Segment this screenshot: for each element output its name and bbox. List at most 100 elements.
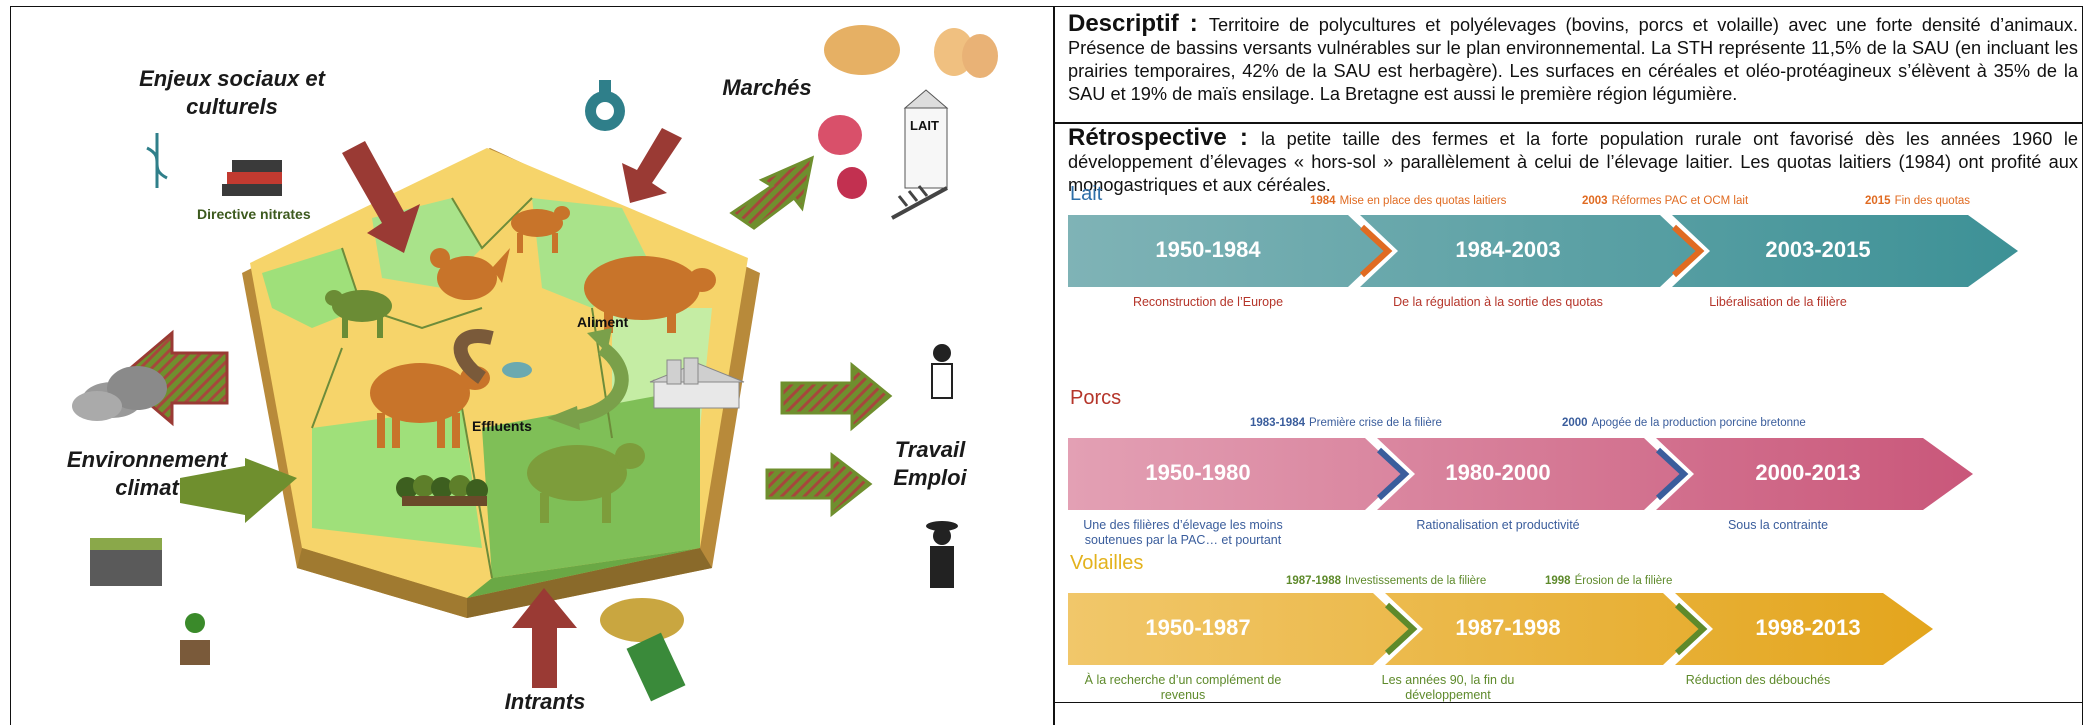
event-text: Investissements de la filière bbox=[1345, 575, 1487, 587]
descriptif-line2: Présence de bassins versants vulnérables… bbox=[1068, 38, 1987, 58]
timeline-porcs-period-0: 1950-1980 bbox=[1145, 460, 1251, 485]
retrospective-block: Rétrospective : la petite taille des fer… bbox=[1068, 126, 2078, 197]
meat-icon bbox=[818, 115, 867, 199]
timeline-lait-caption-2: Libéralisation de la filière bbox=[1709, 295, 1847, 309]
timeline-lait-arrow-body bbox=[1068, 215, 2018, 287]
label-intrants: Intrants bbox=[504, 689, 586, 714]
event-text: Érosion de la filière bbox=[1574, 575, 1673, 587]
event-year: 1998 bbox=[1545, 575, 1571, 587]
books-icon bbox=[222, 160, 282, 196]
hen-icon bbox=[430, 248, 510, 300]
arrow-travail-2 bbox=[765, 451, 873, 518]
event-year: 1983-1984 bbox=[1250, 417, 1305, 429]
descriptif-line1: Territoire de polycultures et polyélevag… bbox=[1208, 15, 2078, 35]
diagram-illustration bbox=[72, 25, 998, 702]
timeline-lait-caption-0: Reconstruction de l’Europe bbox=[1132, 295, 1284, 309]
fertilizer-icon bbox=[600, 598, 686, 702]
timeline-porcs-period-2: 2000-2013 bbox=[1755, 460, 1861, 485]
calf-icon bbox=[511, 206, 570, 253]
label-environnement: Environnement climat bbox=[66, 447, 228, 500]
arrow-marches-in bbox=[622, 128, 682, 203]
retrospective-line3: aux monogastriques et aux céréales. bbox=[1068, 152, 2078, 195]
timeline-porcs-arrow-body bbox=[1068, 438, 1973, 510]
timeline-lait-name: Lait bbox=[1070, 183, 1103, 205]
arrow-marches-out bbox=[729, 155, 815, 230]
section-divider-1 bbox=[1053, 122, 2083, 124]
timeline-lait-period-1: 1984-2003 bbox=[1455, 237, 1561, 262]
label-travail: Travail Emploi bbox=[893, 437, 967, 490]
timeline-lait-period-0: 1950-1984 bbox=[1155, 237, 1261, 262]
timeline-volailles-chevron-0 bbox=[1384, 602, 1418, 656]
wheat-icon bbox=[891, 185, 948, 220]
timeline-porcs-chevron-0 bbox=[1376, 447, 1410, 501]
timeline-lait-caption-1: De la régulation à la sortie des quotas bbox=[1393, 295, 1603, 309]
green-bull-icon bbox=[527, 443, 645, 523]
label-enjeux: Enjeux sociaux et culturels bbox=[139, 66, 325, 119]
label-marches: Marchés bbox=[722, 75, 812, 100]
milk-carton-icon bbox=[903, 89, 949, 189]
top-border bbox=[10, 6, 2083, 7]
text-panel: Descriptif : Territoire de polycultures … bbox=[1056, 10, 2080, 725]
worker-icon bbox=[931, 344, 953, 399]
event-text: Fin des quotas bbox=[1894, 195, 1971, 207]
retrospective-title: Rétrospective : bbox=[1068, 124, 1261, 151]
barn-icon bbox=[649, 357, 745, 409]
farm-system-diagram: Enjeux sociaux et culturels Marchés Envi… bbox=[12, 8, 1052, 725]
money-bag-icon bbox=[585, 80, 625, 131]
event-year: 1984 bbox=[1310, 195, 1336, 207]
label-effluents: Effluents bbox=[472, 418, 532, 434]
timeline-volailles-period-1: 1987-1998 bbox=[1455, 615, 1561, 640]
arrow-environnement-in bbox=[180, 458, 297, 523]
timeline-porcs-caption-1: Rationalisation et productivité bbox=[1416, 518, 1580, 532]
descriptif-line4: s’élèvent à 35% de la SAU et 19% de maïs… bbox=[1068, 61, 2078, 104]
timeline-volailles-name: Volailles bbox=[1070, 552, 1144, 574]
descriptif-block: Descriptif : Territoire de polycultures … bbox=[1068, 12, 2078, 106]
event-year: 1987-1988 bbox=[1286, 575, 1341, 587]
timeline-lait-chevron-0 bbox=[1359, 224, 1393, 278]
arrow-travail-1 bbox=[780, 361, 893, 432]
label-lait-box: LAIT bbox=[910, 118, 939, 133]
timeline-lait-chevron-1 bbox=[1671, 224, 1705, 278]
timeline-volailles-event-0: 1987-1988 Investissements de la filière bbox=[1286, 575, 1486, 587]
event-year: 2015 bbox=[1865, 195, 1891, 207]
retrospective-line2: développement d’élevages « hors-sol » pa… bbox=[1068, 152, 2049, 172]
event-year: 2003 bbox=[1582, 195, 1608, 207]
arrow-intrants bbox=[512, 588, 577, 688]
timeline-porcs-event-0: 1983-1984 Première crise de la filière bbox=[1250, 417, 1442, 429]
timeline-lait-period-2: 2003-2015 bbox=[1765, 237, 1871, 262]
caduceus-icon bbox=[146, 133, 168, 188]
event-text: Réformes PAC et OCM lait bbox=[1611, 195, 1749, 207]
descriptif-title: Descriptif : bbox=[1068, 10, 1209, 37]
cycle-arrows bbox=[453, 328, 629, 430]
timeline-lait-arrow bbox=[1068, 215, 2018, 287]
right-border bbox=[2082, 6, 2083, 725]
timeline-porcs-chevron-1 bbox=[1655, 447, 1689, 501]
event-text: Première crise de la filière bbox=[1309, 417, 1442, 429]
seedling-icon bbox=[180, 613, 210, 665]
timeline-volailles-caption-2: Réduction des débouchés bbox=[1685, 673, 1831, 687]
event-text: Mise en place des quotas laitiers bbox=[1339, 195, 1507, 207]
timeline-volailles-arrow-body bbox=[1068, 593, 1933, 665]
cloud-icon bbox=[72, 366, 167, 421]
timeline-volailles-chevron-1 bbox=[1674, 602, 1708, 656]
farmer-icon bbox=[926, 521, 958, 588]
arrow-enjeux bbox=[342, 141, 420, 253]
timeline-volailles-period-0: 1950-1987 bbox=[1145, 615, 1251, 640]
timeline-porcs-caption-2: Sous la contrainte bbox=[1727, 518, 1829, 532]
event-text: Apogée de la production porcine bretonne bbox=[1591, 417, 1806, 429]
timeline-porcs-period-1: 1980-2000 bbox=[1445, 460, 1551, 485]
timeline-porcs-arrow bbox=[1068, 438, 1973, 510]
label-directive: Directive nitrates bbox=[197, 206, 311, 222]
green-cow-icon bbox=[325, 290, 392, 338]
divider-line bbox=[1053, 6, 1055, 725]
event-year: 2000 bbox=[1562, 417, 1588, 429]
label-aliment: Aliment bbox=[577, 314, 629, 330]
timeline-volailles-caption-1: Les années 90, la fin du développement bbox=[1381, 673, 1515, 702]
